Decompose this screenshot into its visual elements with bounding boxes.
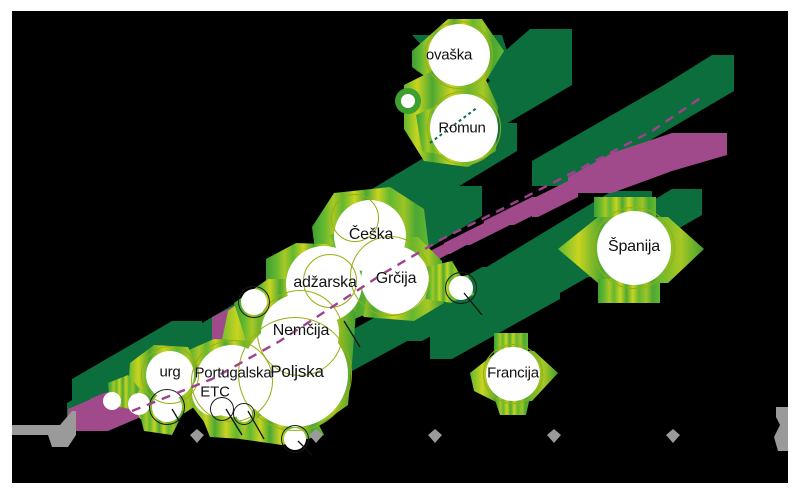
x-tick-4 [547, 429, 561, 443]
magenta-band-group [342, 133, 727, 304]
ring-francija [483, 344, 543, 404]
ring-slovaska [425, 21, 493, 89]
ring-etc-sat [210, 397, 234, 421]
ring-small-a [238, 286, 270, 318]
ring-small-d [149, 389, 185, 425]
leader-lines-layer [171, 106, 483, 456]
x-tick-5 [666, 429, 680, 443]
x-tick-2 [309, 429, 323, 443]
ring-spanija [593, 207, 675, 289]
chart-canvas: ovaška Romun Češka Španija Grčija adžars… [12, 11, 788, 483]
y-axis-stub [12, 411, 76, 447]
ring-small-b [445, 272, 477, 304]
x-tick-3 [428, 429, 442, 443]
ring-small-g [233, 403, 255, 425]
trendline-layer [131, 96, 703, 413]
axis-markers-layer [12, 407, 788, 451]
x-tick-1 [190, 429, 204, 443]
x-axis-end [774, 407, 788, 451]
ring-ceska-upper [331, 194, 379, 242]
ring-romunija [427, 91, 501, 165]
ring-small-f [281, 425, 309, 453]
bubble-small-e[interactable] [103, 392, 121, 410]
bubble-romunija-satellite[interactable] [401, 94, 415, 108]
